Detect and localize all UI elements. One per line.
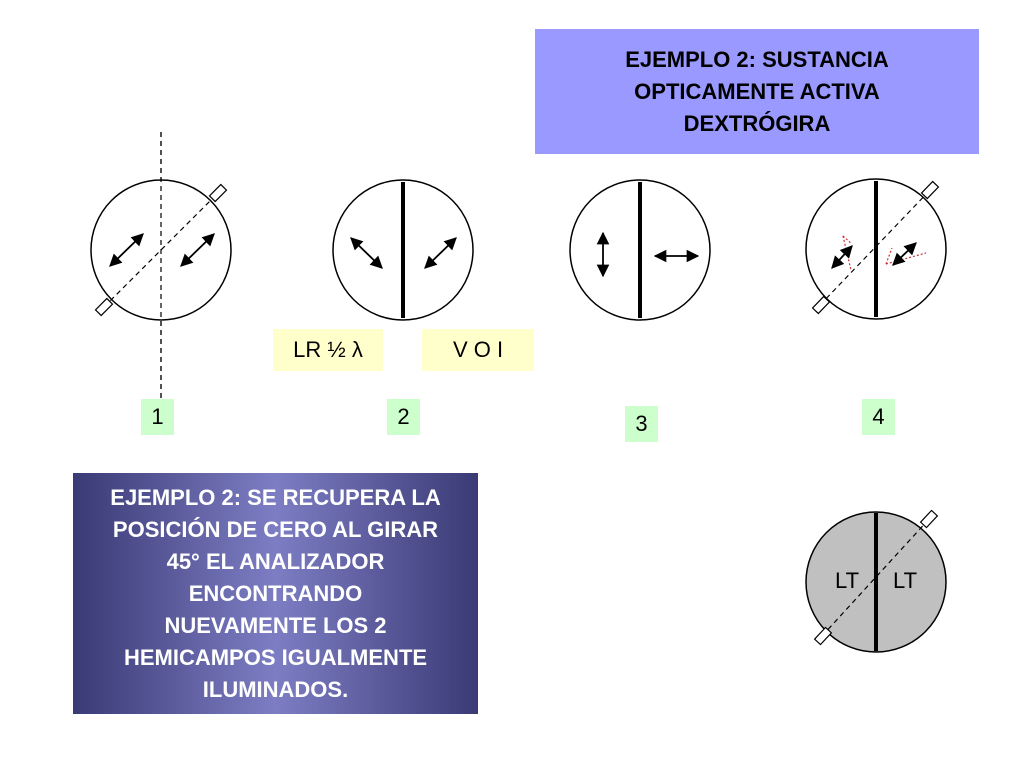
double-headed-arrow-icon: [892, 242, 917, 266]
double-headed-arrow-icon: [109, 233, 144, 267]
title-line: EJEMPLO 2: SUSTANCIA: [625, 46, 889, 72]
description-line: ENCONTRANDO: [188, 580, 363, 606]
result-field: LT LT: [805, 509, 947, 653]
double-headed-arrow-icon: [350, 237, 383, 269]
analyzer-label: V O I: [422, 329, 534, 371]
description-line: 45° EL ANALIZADOR: [166, 548, 385, 574]
polarizer-axis-bar-icon: [813, 626, 833, 646]
description-line: NUEVAMENTE LOS 2: [164, 612, 387, 638]
step-number-2: 2: [387, 399, 420, 435]
title-box: EJEMPLO 2: SUSTANCIA OPTICAMENTE ACTIVA …: [535, 29, 979, 154]
step-number-3: 3: [625, 406, 658, 442]
polarizer-axis-bar-icon: [208, 183, 228, 203]
polarizer-axis-bar-icon: [94, 297, 114, 317]
step-number-4: 4: [862, 399, 895, 435]
step-number-1: 1: [141, 399, 174, 435]
description-line: POSICIÓN DE CERO AL GIRAR: [112, 516, 439, 542]
field-3: [569, 179, 711, 321]
field-1: [90, 132, 232, 398]
description-box: EJEMPLO 2: SE RECUPERA LA POSICIÓN DE CE…: [73, 473, 478, 714]
description-line: EJEMPLO 2: SE RECUPERA LA: [110, 484, 441, 510]
field-2: [332, 179, 474, 321]
dashed-diagonal: [103, 191, 220, 308]
result-right-label: LT: [893, 568, 917, 593]
title-line: OPTICAMENTE ACTIVA: [634, 78, 880, 104]
polarizer-axis-bar-icon: [920, 180, 940, 200]
double-headed-arrow-icon: [180, 233, 215, 267]
double-headed-arrow-icon: [424, 237, 457, 269]
field-4: [805, 178, 947, 320]
double-headed-arrow-icon: [831, 245, 853, 269]
description-line: HEMICAMPOS IGUALMENTE: [123, 644, 428, 670]
rotated-vector-icon: [885, 247, 893, 265]
retarder-label: LR ½ λ: [273, 329, 383, 371]
title-line: DEXTRÓGIRA: [683, 110, 831, 136]
polarizer-axis-bar-icon: [919, 509, 939, 529]
polarizer-axis-bar-icon: [811, 295, 831, 315]
description-line: ILUMINADOS.: [202, 676, 349, 702]
result-left-label: LT: [835, 568, 859, 593]
